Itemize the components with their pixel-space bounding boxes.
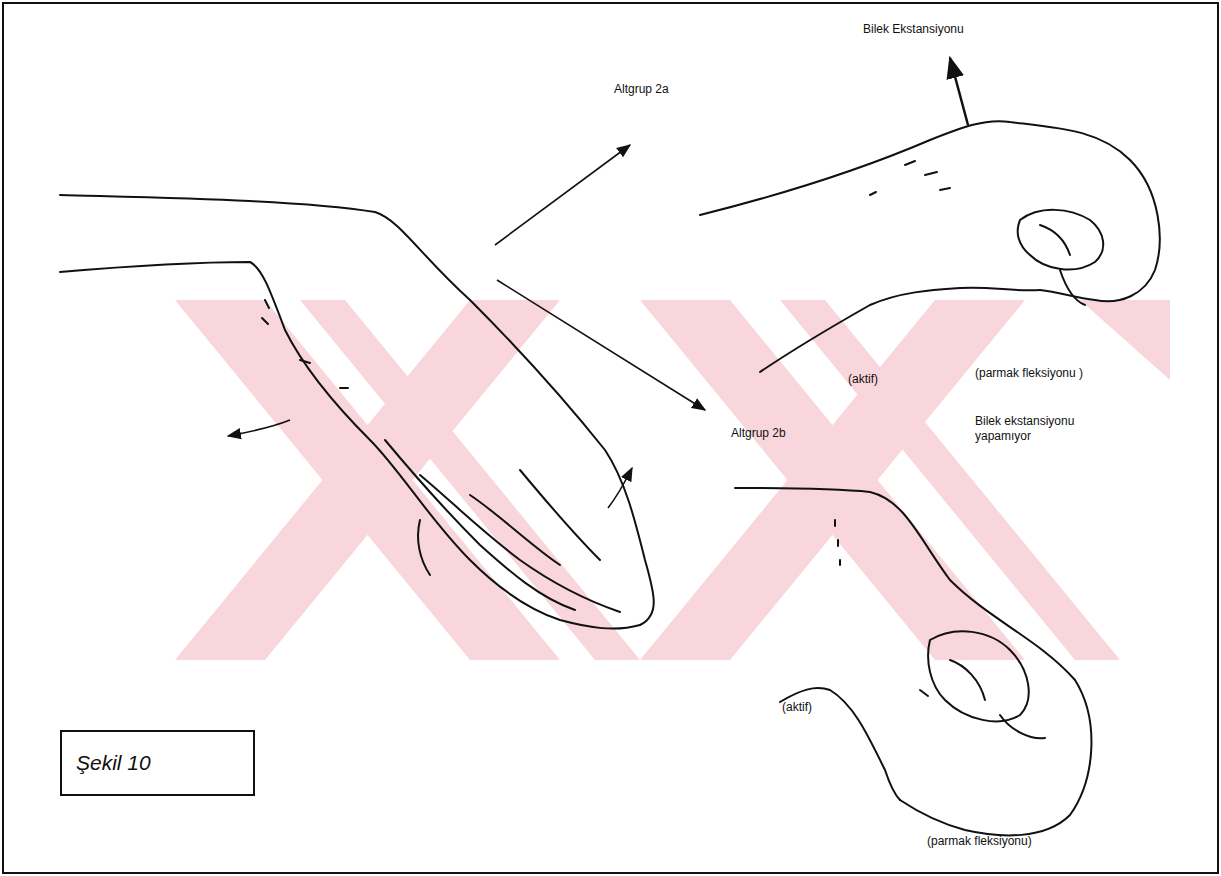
motion-arrow bbox=[950, 58, 968, 125]
pointer-arrow bbox=[495, 145, 630, 245]
fist-drawing bbox=[735, 488, 1091, 835]
subgroup-label: Altgrup 2a bbox=[614, 82, 669, 97]
watermark bbox=[175, 300, 1170, 660]
subgroup-label: Altgrup 2b bbox=[731, 426, 786, 441]
hand-drawing bbox=[60, 195, 654, 629]
frame bbox=[3, 3, 1218, 873]
motion-label: Bilek Ekstansiyonu bbox=[863, 22, 964, 37]
note-label: (aktif) bbox=[848, 372, 878, 387]
figure-caption: Şekil 10 bbox=[62, 751, 165, 775]
fist-drawing bbox=[700, 121, 1160, 372]
figure-caption-box: Şekil 10 bbox=[60, 730, 255, 796]
motion-arrow bbox=[228, 420, 632, 508]
note-label: (aktif) bbox=[782, 700, 812, 715]
note-label: (parmak fleksiyonu ) bbox=[975, 366, 1083, 381]
note-label: (parmak fleksiyonu) bbox=[927, 834, 1032, 849]
pointer-arrow bbox=[497, 280, 705, 410]
motion-label: Bilek ekstansiyonu yapamıyor bbox=[975, 414, 1095, 444]
